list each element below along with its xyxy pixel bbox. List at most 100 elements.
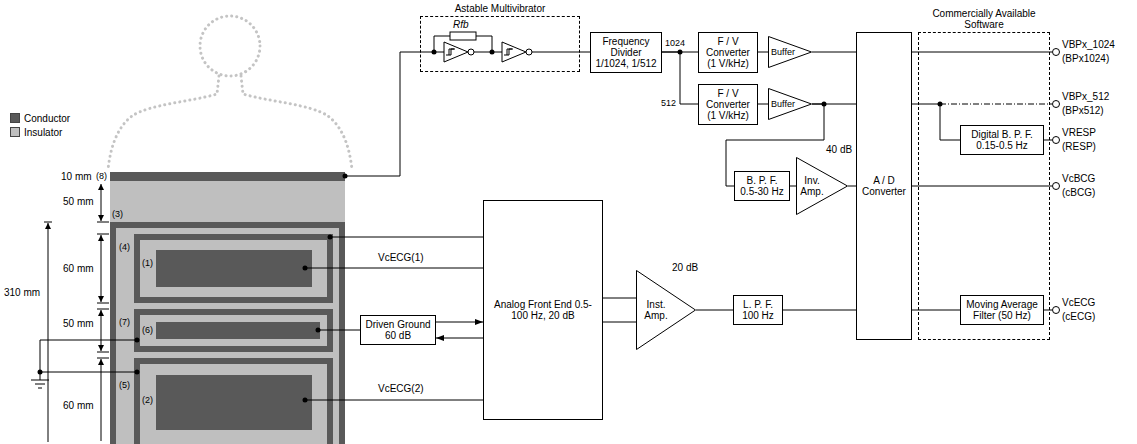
wire [31,380,49,388]
signal-line [912,104,960,140]
wire [1044,140,1052,141]
wire [532,52,580,53]
process-box: F / V Converter (1 V/kHz) [698,84,758,125]
electrode-sheet [140,315,327,346]
schmitt-inverter [504,49,513,55]
node-label: L. P. F. 100 Hz [738,299,778,321]
electrode-sheet [134,234,333,303]
output-name: (RESP) [1062,141,1096,152]
wire [474,52,502,53]
wire [305,400,483,401]
dimension-line [101,184,102,221]
node-label: F / V Converter (1 V/kHz) [703,88,753,121]
output-name: (cECG) [1062,311,1095,322]
schmitt-inverter [444,42,532,62]
wire [318,330,360,331]
signal-line [790,186,796,187]
signal-line [758,104,768,105]
node-label: Moving Average Filter (50 Hz) [965,299,1039,321]
electrode-sheet [156,375,312,430]
node-label: Inst. Amp. [640,299,672,321]
junction-dot [303,398,308,403]
signal-line [580,52,590,53]
node-label: A / D Converter [861,175,907,197]
filter-box: Digital B. P. F. 0.15-0.5 Hz [960,125,1044,155]
wire [940,104,1052,105]
output-name: (cBCG) [1062,187,1095,198]
electrode-sheet [134,358,333,444]
node-label: Buffer [770,47,796,58]
signal-line [848,186,856,187]
schmitt-inverter [502,42,526,62]
triangle-outline [769,89,812,120]
junction-dot [303,266,308,271]
electrode-sheet [110,222,345,444]
filter-box: L. P. F. 100 Hz [733,295,783,325]
dimension-label: 50 mm [63,318,94,329]
software-group: Commercially Available SoftwareDigital B… [918,32,1050,340]
buffer-triangle: Buffer [768,88,812,120]
wire [476,36,492,52]
resistor-symbol [450,32,476,40]
callout-number: (3) [112,209,123,220]
node-label: Driven Ground 60 dB [365,319,431,341]
converter-box: A / D Converter [856,32,912,340]
body-outline [108,16,352,170]
signal-label: VcECG(1) [378,252,424,263]
output-terminal [1053,49,1060,56]
junction-dot [490,50,495,55]
node-label: Inv. Amp. [798,175,826,197]
signal-line [783,310,856,311]
legend-label: Insulator [24,127,62,138]
schmitt-inverter [526,49,532,55]
callout-number: (4) [119,242,130,253]
output-name: VRESP [1062,127,1096,138]
callout-number: (1) [142,258,153,269]
filter-box: Moving Average Filter (50 Hz) [960,295,1044,325]
signal-label: 512 [661,98,676,109]
output-terminal [1053,307,1060,314]
wire [40,340,137,380]
junction-dot [316,328,321,333]
signal-line [758,52,768,53]
output-name: VcECG [1062,297,1095,308]
junction-dot [135,338,140,343]
dimension-line [48,223,49,442]
process-box: Frequency Divider 1/1024, 1/512 [590,32,662,73]
electrode-sheet [110,181,345,222]
output-terminal [1053,101,1060,108]
group-title: Commercially Available Software [919,8,1049,30]
wire [40,372,137,373]
dimension-line [44,184,109,442]
signal-line [436,322,483,323]
callout-number: (8) [96,171,107,182]
amplifier-triangle: Inst. Amp. [636,270,696,350]
output-name: VBPx_512 [1062,91,1109,102]
output-terminal [1053,49,1060,314]
gain-label: 40 dB [826,144,852,155]
signal-line [603,298,636,299]
buffer-triangle: Buffer [768,36,812,68]
node-label: F / V Converter (1 V/kHz) [703,36,753,69]
callout-number: (6) [142,325,153,336]
dimension-line [101,310,102,351]
junction-dot [343,174,348,179]
dimension-label: 60 mm [63,263,94,274]
node-label: Buffer [770,99,796,110]
junction-dot [328,235,333,240]
signal-label: VcECG(2) [378,383,424,394]
dimension-label: 10 mm [61,171,92,182]
junction-dot [135,370,140,375]
gain-label: 20 dB [672,262,698,273]
signal-line [912,310,960,311]
front-end-box: Analog Front End 0.5-100 Hz, 20 dB [483,200,603,420]
process-box: Driven Ground 60 dB [360,315,436,345]
electrode-sheet [116,228,339,444]
electrode-sheet [156,322,320,339]
filter-box: B. P. F. 0.5-30 Hz [734,171,790,201]
group-title: Astable Multivibrator [421,3,579,14]
legend-label: Conductor [24,113,70,124]
schmitt-inverter [468,49,474,55]
output-name: VcBCG [1062,173,1095,184]
